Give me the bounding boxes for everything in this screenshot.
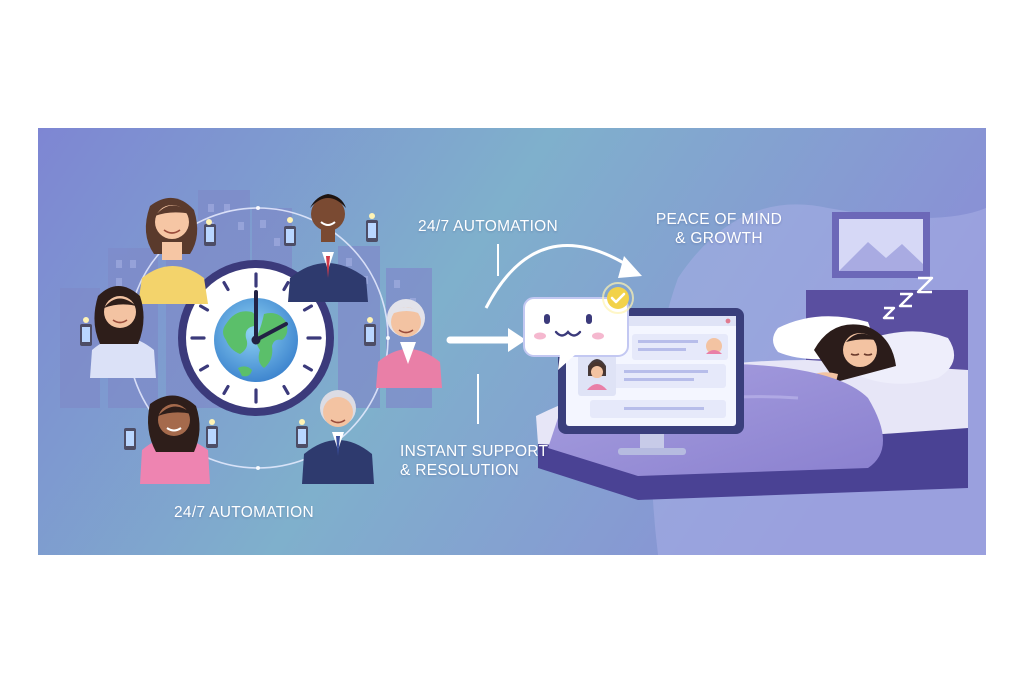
label-automation-bottom: 24/7 AUTOMATION (174, 503, 314, 522)
person-yellow-top (138, 197, 216, 304)
label-automation-bottom-text: 24/7 AUTOMATION (174, 504, 315, 521)
person-elder-suit (296, 390, 374, 484)
wall-picture (832, 212, 930, 278)
person-longhair-left (80, 286, 156, 378)
label-automation-top-text: 24/7 AUTOMATION (418, 218, 559, 235)
person-pink-bottom (124, 395, 218, 484)
check-badge-icon (602, 282, 634, 314)
label-support-line1: INSTANT SUPPORT (400, 443, 549, 460)
chatbot-bubble-icon (523, 297, 629, 370)
label-peace-of-mind: PEACE OF MIND & GROWTH (644, 210, 794, 248)
zzz-icon (882, 276, 934, 320)
curved-arrow (484, 244, 633, 309)
illustration-scene (38, 128, 986, 555)
sleeping-woman (798, 324, 896, 400)
person-suit-top (284, 194, 378, 302)
label-automation-top: 24/7 AUTOMATION (418, 217, 558, 236)
label-support-line2: & RESOLUTION (400, 462, 520, 479)
person-elder-pink (364, 299, 442, 388)
label-instant-support: INSTANT SUPPORT & RESOLUTION (400, 442, 548, 480)
hero-banner: 24/7 AUTOMATION PEACE OF MIND & GROWTH I… (38, 128, 986, 555)
label-peace-line2: & GROWTH (675, 230, 763, 247)
label-peace-line1: PEACE OF MIND (655, 211, 783, 228)
